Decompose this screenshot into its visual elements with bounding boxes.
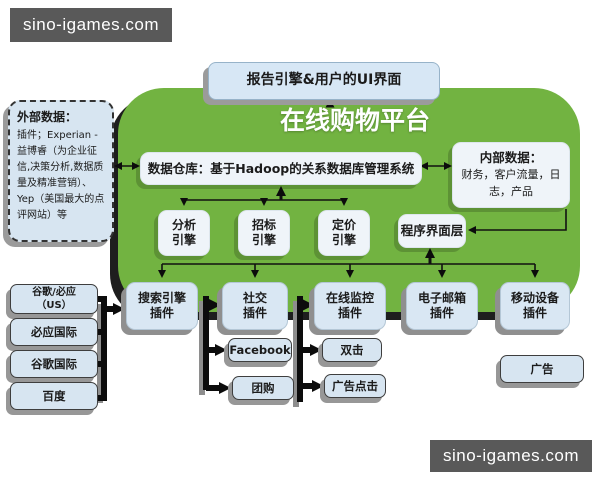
social-label: Facebook bbox=[229, 342, 291, 357]
plugin-label: 在线监控 bbox=[325, 291, 374, 305]
internal-data-title: 内部数据： bbox=[479, 149, 543, 165]
monitor-box-adclick: 广告点击 bbox=[324, 374, 386, 398]
watermark-bottom: sino-igames.com bbox=[430, 440, 592, 472]
external-data-body: 插件；Experian -益博睿（为企业征信,决策分析,数据质量及精准营销）、Y… bbox=[17, 130, 105, 221]
source-box-google-intl: 谷歌国际 bbox=[10, 350, 98, 378]
plugin-box-social: 社交 插件 bbox=[222, 282, 288, 330]
social-box-groupbuy: 团购 bbox=[232, 376, 294, 400]
ad-box: 广告 bbox=[500, 355, 584, 383]
plugin-label: 插件 bbox=[522, 306, 547, 320]
social-label: 团购 bbox=[251, 380, 275, 395]
external-data-title: 外部数据： bbox=[17, 110, 78, 124]
engine-label: 分析 bbox=[171, 218, 196, 232]
internal-data-body: 财务，客户流量，日志，产品 bbox=[461, 168, 561, 198]
engine-label: 引擎 bbox=[331, 233, 356, 247]
platform-title: 在线购物平台 bbox=[279, 106, 430, 135]
watermark-top-text: sino-igames.com bbox=[23, 15, 159, 34]
plugin-box-email: 电子邮箱 插件 bbox=[406, 282, 478, 330]
source-box-baidu: 百度 bbox=[10, 382, 98, 410]
plugin-box-monitor: 在线监控 插件 bbox=[314, 282, 386, 330]
monitor-box-doubleclick: 双击 bbox=[322, 338, 382, 362]
plugin-label: 电子邮箱 bbox=[417, 291, 466, 305]
plugin-label: 插件 bbox=[429, 306, 454, 320]
app-layer-label: 程序界面层 bbox=[400, 223, 464, 239]
source-label: 谷歌/必应 bbox=[32, 287, 76, 298]
app-layer-box: 程序界面层 bbox=[398, 214, 466, 248]
engine-box-bidding: 招标 引擎 bbox=[238, 210, 290, 256]
plugin-label: 插件 bbox=[337, 306, 362, 320]
plugin-label: 插件 bbox=[149, 306, 174, 320]
plugin-label: 社交 bbox=[242, 291, 267, 305]
engine-label: 引擎 bbox=[251, 233, 276, 247]
plugin-label: 插件 bbox=[242, 306, 267, 320]
engine-label: 招标 bbox=[251, 218, 276, 232]
source-label: 必应国际 bbox=[31, 324, 77, 339]
watermark-bottom-text: sino-igames.com bbox=[443, 446, 579, 465]
engine-box-analysis: 分析 引擎 bbox=[158, 210, 210, 256]
engine-label: 引擎 bbox=[171, 233, 196, 247]
warehouse-box: 数据仓库：基于Hadoop的关系数据库管理系统 bbox=[140, 152, 422, 185]
source-box-google-bing-us: 谷歌/必应 （US） bbox=[10, 284, 98, 314]
plugin-box-mobile: 移动设备 插件 bbox=[500, 282, 570, 330]
plugin-label: 移动设备 bbox=[510, 291, 559, 305]
source-label: 百度 bbox=[42, 388, 66, 403]
report-ui-box: 报告引擎&用户的UI界面 bbox=[208, 62, 440, 100]
warehouse-label: 数据仓库：基于Hadoop的关系数据库管理系统 bbox=[147, 160, 415, 176]
source-label: （US） bbox=[36, 300, 72, 311]
social-box-facebook: Facebook bbox=[228, 338, 292, 362]
engine-box-pricing: 定价 引擎 bbox=[318, 210, 370, 256]
engine-label: 定价 bbox=[331, 218, 356, 232]
source-label: 谷歌国际 bbox=[31, 356, 77, 371]
report-ui-label: 报告引擎&用户的UI界面 bbox=[246, 72, 402, 89]
external-data-box: 外部数据： 插件；Experian -益博睿（为企业征信,决策分析,数据质量及精… bbox=[8, 100, 114, 242]
monitor-label: 广告点击 bbox=[332, 378, 378, 393]
ad-label: 广告 bbox=[530, 361, 554, 376]
watermark-top: sino-igames.com bbox=[10, 8, 172, 42]
plugin-box-search: 搜索引擎 插件 bbox=[126, 282, 198, 330]
internal-data-box: 内部数据： 财务，客户流量，日志，产品 bbox=[452, 142, 570, 208]
plugin-label: 搜索引擎 bbox=[137, 291, 186, 305]
monitor-label: 双击 bbox=[340, 342, 364, 357]
source-box-bing-intl: 必应国际 bbox=[10, 318, 98, 346]
